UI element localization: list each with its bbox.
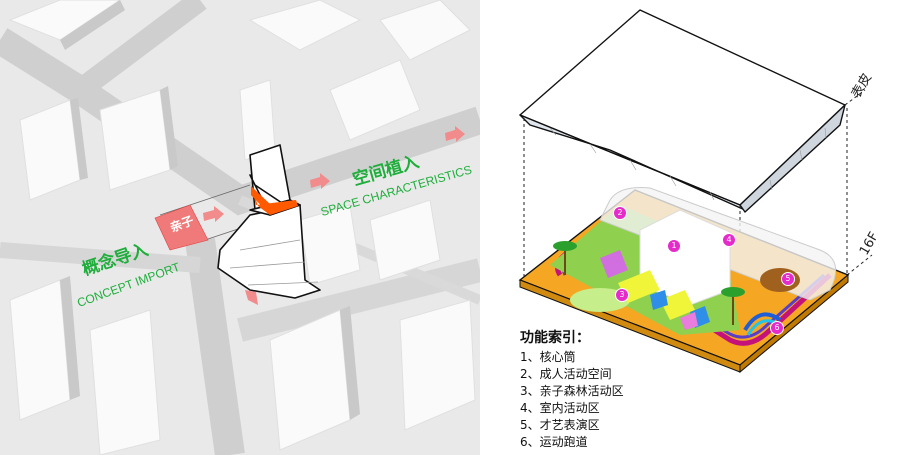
marker-2: 2 bbox=[613, 206, 627, 220]
legend-item: 2、成人活动空间 bbox=[520, 367, 612, 381]
marker-6: 6 bbox=[770, 321, 784, 335]
concept-logo: 亲子 bbox=[154, 204, 209, 251]
arrow-icons bbox=[203, 126, 465, 305]
legend-item: 1、核心筒 bbox=[520, 350, 576, 364]
axonometric-diagram: 1 2 3 4 5 6 表皮 16F bbox=[490, 0, 900, 455]
site-map-graphic: 亲子 bbox=[0, 0, 480, 455]
legend-item: 3、亲子森林活动区 bbox=[520, 384, 624, 398]
function-legend: 功能索引： 1、核心筒 2、成人活动空间 3、亲子森林活动区 4、室内活动区 5… bbox=[520, 330, 624, 451]
site-plan: 亲子 概念导入 CONCEPT IMPORT 空间植入 SPACE CHARAC… bbox=[0, 0, 480, 455]
legend-title: 功能索引： bbox=[520, 330, 590, 346]
palm-tree-icons bbox=[553, 241, 745, 325]
marker-1: 1 bbox=[667, 239, 681, 253]
orange-highlight-band bbox=[251, 185, 296, 215]
legend-item: 5、才艺表演区 bbox=[520, 418, 600, 432]
marker-5: 5 bbox=[781, 272, 795, 286]
axonometric-graphic bbox=[518, 9, 873, 374]
legend-item: 6、运动跑道 bbox=[520, 435, 588, 449]
legend-item: 4、室内活动区 bbox=[520, 401, 600, 415]
marker-3: 3 bbox=[615, 288, 629, 302]
marker-4: 4 bbox=[722, 233, 736, 247]
